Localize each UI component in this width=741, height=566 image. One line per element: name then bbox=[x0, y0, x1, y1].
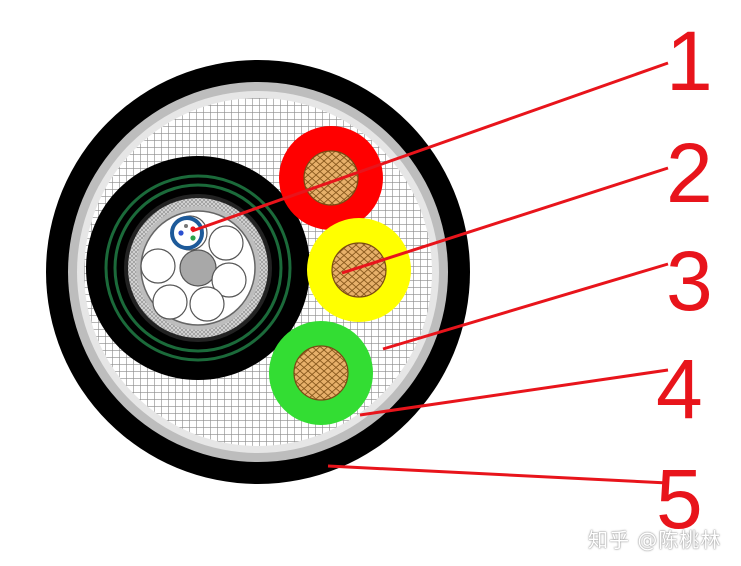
red-core bbox=[279, 126, 383, 230]
yellow-core bbox=[307, 218, 411, 322]
callout-label-1: 1 bbox=[666, 14, 713, 108]
callout-label-3: 3 bbox=[666, 234, 713, 328]
green-core bbox=[269, 321, 373, 425]
filler-tube bbox=[208, 225, 244, 261]
optical-fiber-unit bbox=[86, 156, 310, 380]
filler-tube bbox=[140, 248, 176, 284]
filler-tube bbox=[211, 262, 247, 298]
central-strength-member bbox=[179, 249, 217, 287]
filler-tube bbox=[189, 286, 225, 322]
callout-label-5: 5 bbox=[656, 452, 703, 546]
leader-line-3 bbox=[382, 262, 669, 351]
fiber-gray bbox=[184, 224, 188, 228]
callout-label-2: 2 bbox=[666, 126, 713, 220]
callout-label-4: 4 bbox=[656, 342, 703, 436]
fiber-blue bbox=[178, 230, 184, 236]
filler-tube bbox=[152, 284, 188, 320]
leader-line-2 bbox=[341, 166, 669, 275]
fiber-tube-blue bbox=[170, 216, 204, 250]
leader-line-1 bbox=[191, 61, 669, 233]
fiber-green bbox=[190, 235, 196, 241]
leader-line-4 bbox=[359, 368, 669, 417]
watermark: 知乎 @陈桃林 bbox=[588, 528, 722, 552]
leader-line-5 bbox=[327, 464, 669, 485]
